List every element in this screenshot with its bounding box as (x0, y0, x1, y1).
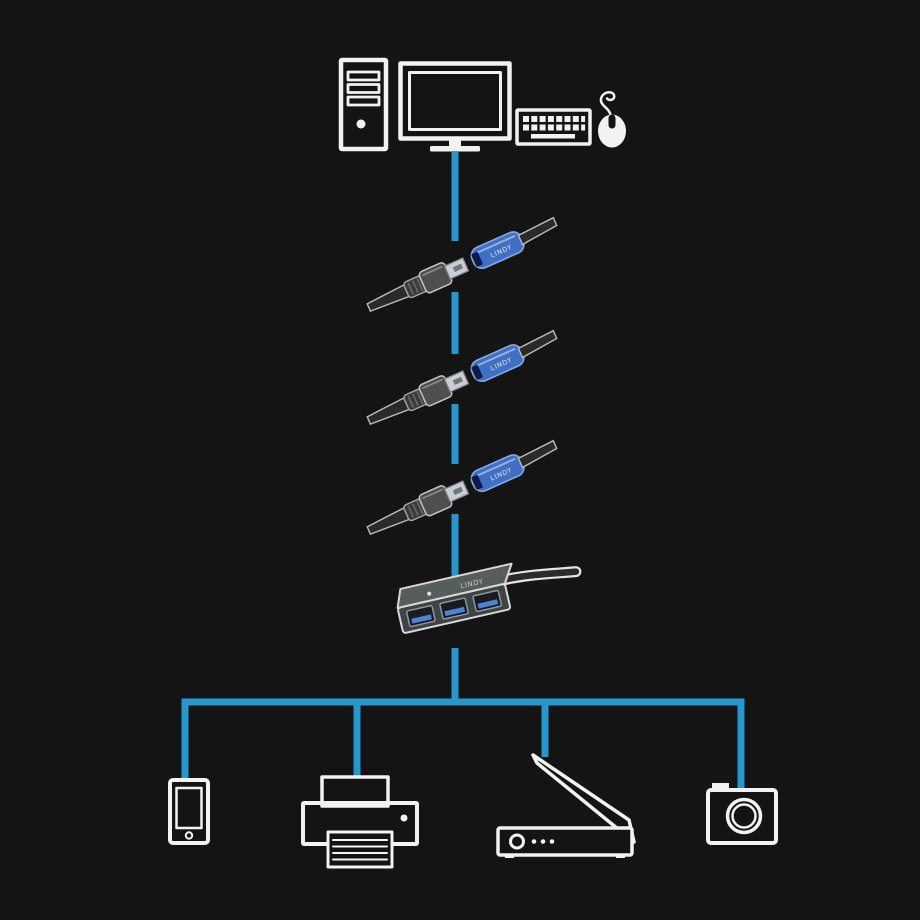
smartphone-icon (168, 778, 210, 845)
camera-lens-inner (731, 803, 757, 829)
connection-lines (181, 152, 745, 791)
monitor-stand-neck (449, 138, 461, 147)
usb-extension-cable-1 (363, 212, 562, 319)
hub-usb-port (472, 589, 503, 613)
port-tongue (411, 614, 432, 624)
scanner-icon (496, 753, 636, 858)
scanner-led-dot (549, 839, 555, 844)
phone-home-button (184, 831, 194, 840)
scanner-base (496, 826, 634, 857)
camera-icon (706, 783, 778, 845)
scanner-led-dot (540, 839, 546, 844)
scanner-led-dot (531, 839, 537, 844)
usb-extension-cable-3 (363, 435, 562, 542)
power-button-dot (356, 119, 366, 129)
drive-bay (346, 70, 381, 82)
printer-icon (301, 775, 419, 869)
pc-tower-icon (338, 57, 389, 152)
drive-bay (346, 95, 381, 107)
computer-group (338, 57, 626, 152)
printer-paper-lines (332, 839, 388, 861)
drive-bay (346, 83, 381, 94)
camera-shutter-bump (712, 783, 729, 792)
keyboard-keys (523, 116, 586, 139)
monitor-icon (398, 61, 512, 152)
hub-usb-port (439, 597, 469, 620)
monitor-stand-base (430, 146, 480, 152)
mouse-cable (599, 90, 616, 118)
hub-usb-port (406, 604, 436, 628)
port-tongue (477, 599, 499, 609)
scanner-power-button (509, 833, 525, 850)
camera-lens-outer (725, 797, 763, 835)
hub-led (427, 591, 432, 596)
scanner-lid (531, 753, 636, 844)
usb-hub-icon: LINDY (396, 562, 582, 634)
scanner-foot (616, 854, 625, 858)
printer-paper-tray (320, 775, 390, 808)
scanner-foot (505, 854, 514, 858)
port-tongue (444, 606, 466, 617)
printer-output-tray (326, 830, 394, 869)
mouse-icon (598, 90, 626, 148)
usb-extension-cable-2 (363, 325, 562, 432)
printer-power-dot (400, 814, 408, 822)
spacebar-key (531, 134, 575, 139)
keyboard-icon (515, 108, 592, 146)
phone-screen (175, 786, 203, 830)
hub-uplink-cable (498, 568, 580, 584)
monitor-bezel (408, 71, 502, 131)
mouse-scroll-slot (608, 114, 616, 129)
